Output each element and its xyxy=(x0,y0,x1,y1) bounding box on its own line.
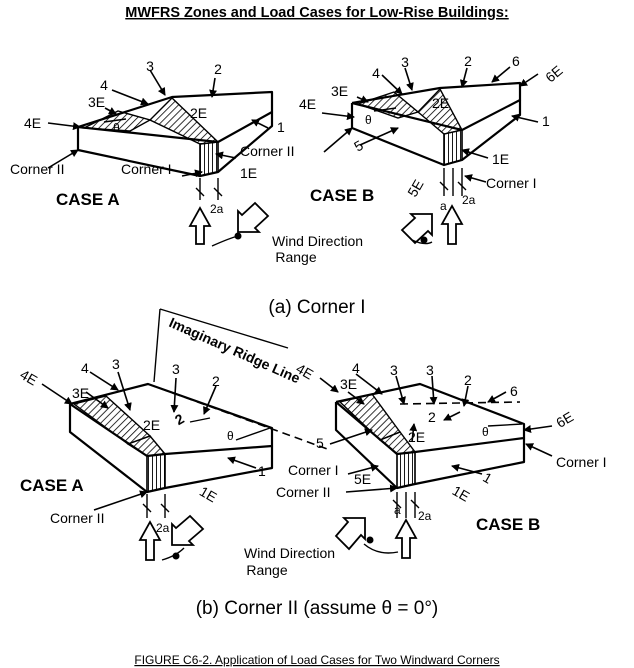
zone-label: 1 xyxy=(542,113,550,129)
dimension-label: 2a xyxy=(462,193,476,207)
zone-label: 3 xyxy=(390,362,398,378)
case-label: CASE A xyxy=(56,190,120,209)
section-label-a: (a) Corner I xyxy=(268,297,365,318)
figure-caption: FIGURE C6-2. Application of Load Cases f… xyxy=(134,653,499,667)
wind-direction-range-top xyxy=(188,201,464,247)
dimension-label: 2a xyxy=(156,521,170,535)
corner-i-label: Corner I xyxy=(121,161,172,177)
zone-label: 3 xyxy=(146,58,154,74)
dimension-marker xyxy=(439,168,467,196)
wind-arrow-icon xyxy=(440,204,464,245)
zone-label: 4 xyxy=(81,360,89,376)
dimension-marker xyxy=(392,492,420,518)
zone-label: 2 xyxy=(464,53,472,69)
zone-label: 4 xyxy=(100,77,108,93)
theta-label: θ xyxy=(113,121,120,135)
zone-label: 3 xyxy=(172,361,180,377)
zone-label: 5E xyxy=(354,471,371,487)
zone-label: 4E xyxy=(24,115,41,131)
theta-label: θ xyxy=(365,113,372,127)
wind-direction-label: Wind Direction xyxy=(244,545,335,561)
zone-label: 2 xyxy=(428,409,436,425)
zone-label: 2 xyxy=(464,372,472,388)
wind-arrow-icon xyxy=(334,517,366,551)
case-label: CASE B xyxy=(476,515,540,534)
theta-label: θ xyxy=(482,425,489,439)
wind-arrow-icon xyxy=(394,518,418,559)
zone-label: 2E xyxy=(143,417,160,433)
section-label-b: (b) Corner II (assume θ = 0°) xyxy=(196,598,439,619)
corner-ii-label: Corner II xyxy=(240,143,294,159)
wind-arrow-icon xyxy=(171,514,205,546)
zone-label: 4E xyxy=(293,360,316,382)
zone-label: 2E xyxy=(432,95,449,111)
dimension-label: 2a xyxy=(418,509,432,523)
dimension-label: 2a xyxy=(210,202,224,216)
wind-direction-range-bottom xyxy=(138,514,418,561)
zone-label: 5E xyxy=(404,177,426,200)
wind-arrow-icon xyxy=(237,201,270,233)
zone-label: 3 xyxy=(426,362,434,378)
corner-i-label: Corner I xyxy=(288,462,339,478)
bottom-case-a-building xyxy=(41,308,331,511)
top-case-a-building xyxy=(47,69,274,178)
wind-arrow-icon xyxy=(138,520,162,561)
wind-range-label: Range xyxy=(246,562,287,578)
zone-label: 4 xyxy=(372,65,380,81)
zone-label: 1E xyxy=(450,482,473,504)
corner-i-label: Corner I xyxy=(486,175,537,191)
zone-label: 3E xyxy=(331,83,348,99)
zone-label: 5 xyxy=(316,435,324,451)
dimension-label: a xyxy=(440,199,447,213)
wind-direction-label: Wind Direction xyxy=(272,233,363,249)
zone-label: 2E xyxy=(408,429,425,445)
zone-label: 3E xyxy=(88,94,105,110)
zone-label: 5 xyxy=(351,137,366,155)
zone-label: 6E xyxy=(553,408,576,430)
wind-arrow-icon xyxy=(188,206,212,245)
case-label: CASE B xyxy=(310,186,374,205)
zone-label: 4E xyxy=(17,366,40,388)
ridge-line-label: Imaginary Ridge Line xyxy=(167,314,303,386)
corner-ii-label: Corner II xyxy=(276,484,330,500)
zone-label: 1E xyxy=(492,151,509,167)
corner-i-label-right: Corner I xyxy=(556,454,607,470)
dimension-label: a xyxy=(394,503,401,517)
zone-label: 3E xyxy=(72,385,89,401)
zone-label: 2 xyxy=(172,410,187,428)
zone-label: 1 xyxy=(277,119,285,135)
zone-label: 2 xyxy=(214,61,222,77)
zone-label: 2 xyxy=(212,373,220,389)
wind-arrow-icon xyxy=(400,213,433,245)
zone-label: 1 xyxy=(480,469,495,487)
wind-range-label: Range xyxy=(275,249,316,265)
theta-label: θ xyxy=(227,429,234,443)
zone-label: 6 xyxy=(512,53,520,69)
figure-title: MWFRS Zones and Load Cases for Low-Rise … xyxy=(125,5,508,21)
bottom-case-b-building xyxy=(319,373,553,493)
zone-label: 1 xyxy=(258,463,266,479)
dimension-marker xyxy=(195,178,223,200)
zone-label: 6 xyxy=(510,383,518,399)
corner-ii-label: Corner II xyxy=(50,510,104,526)
top-case-b-building xyxy=(321,66,539,183)
zone-label: 4E xyxy=(299,96,316,112)
dimension-marker xyxy=(142,494,170,518)
zone-label: 3 xyxy=(401,54,409,70)
zone-label: 3 xyxy=(112,356,120,372)
zone-label: 6E xyxy=(542,62,565,85)
zone-label: 4 xyxy=(352,360,360,376)
zone-label: 1E xyxy=(197,483,220,505)
zone-label: 2E xyxy=(190,105,207,121)
corner-ii-label: Corner II xyxy=(10,161,64,177)
zone-label: 1E xyxy=(240,165,257,181)
zone-label: 3E xyxy=(340,376,357,392)
case-label: CASE A xyxy=(20,476,84,495)
